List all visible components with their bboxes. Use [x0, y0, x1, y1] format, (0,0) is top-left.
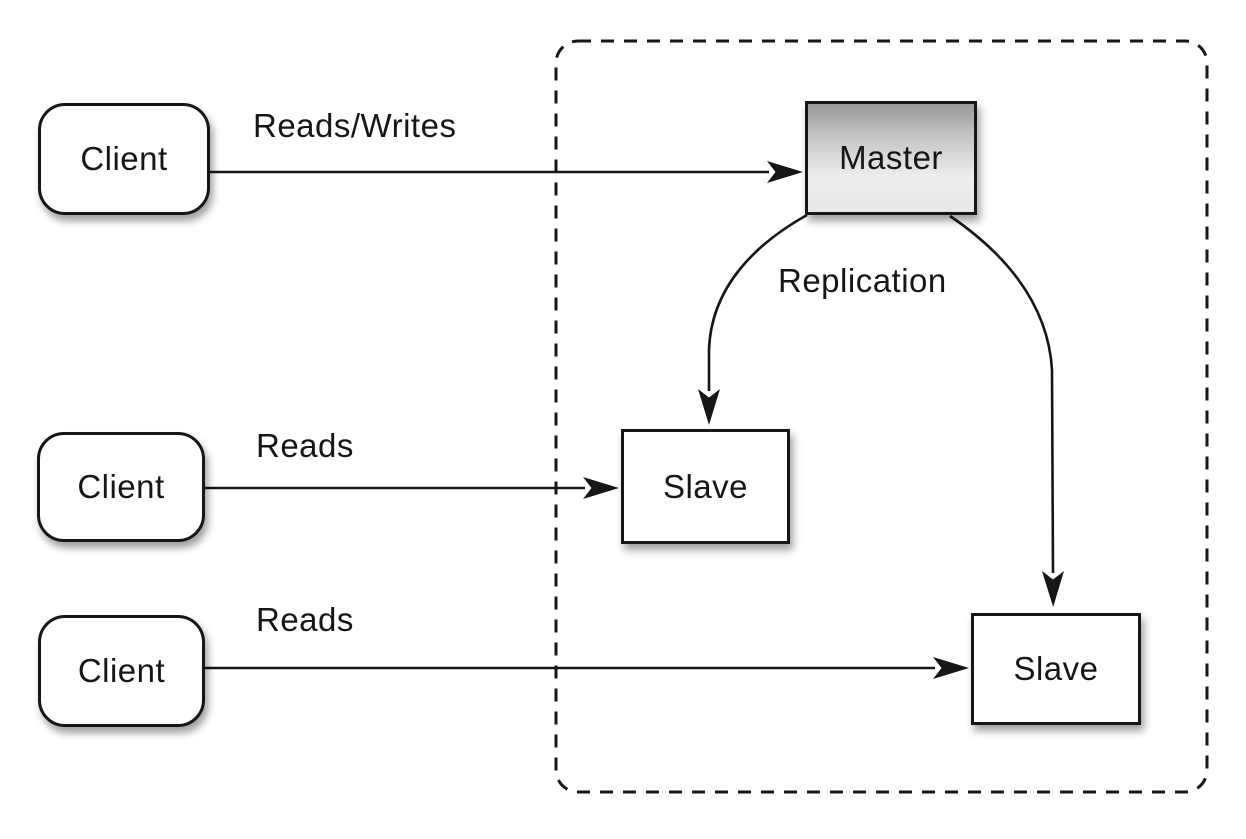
edge-replication-left-curve	[698, 213, 808, 425]
edge-label-reads-writes: Reads/Writes	[253, 107, 457, 144]
node-client-2-label: Client	[77, 468, 165, 505]
edge-replication-right-curve	[949, 214, 1064, 607]
node-client-1: Client	[38, 103, 210, 215]
replication-group-boundary	[554, 39, 1209, 794]
node-slave-1: Slave	[621, 429, 790, 544]
node-client-3-label: Client	[77, 652, 166, 689]
node-slave-2-label: Slave	[1013, 650, 1099, 687]
edge-label-replication: Replication	[778, 262, 947, 299]
edge-label-reads-bottom: Reads	[256, 601, 354, 638]
node-client-2: Client	[37, 432, 205, 542]
node-client-3: Client	[38, 615, 205, 727]
node-master-label: Master	[839, 139, 943, 176]
node-slave-2: Slave	[971, 613, 1141, 725]
node-slave-1-label: Slave	[662, 467, 749, 505]
edge-label-reads-top: Reads	[256, 427, 354, 464]
node-master: Master	[805, 101, 977, 215]
node-client-1-label: Client	[80, 140, 168, 177]
